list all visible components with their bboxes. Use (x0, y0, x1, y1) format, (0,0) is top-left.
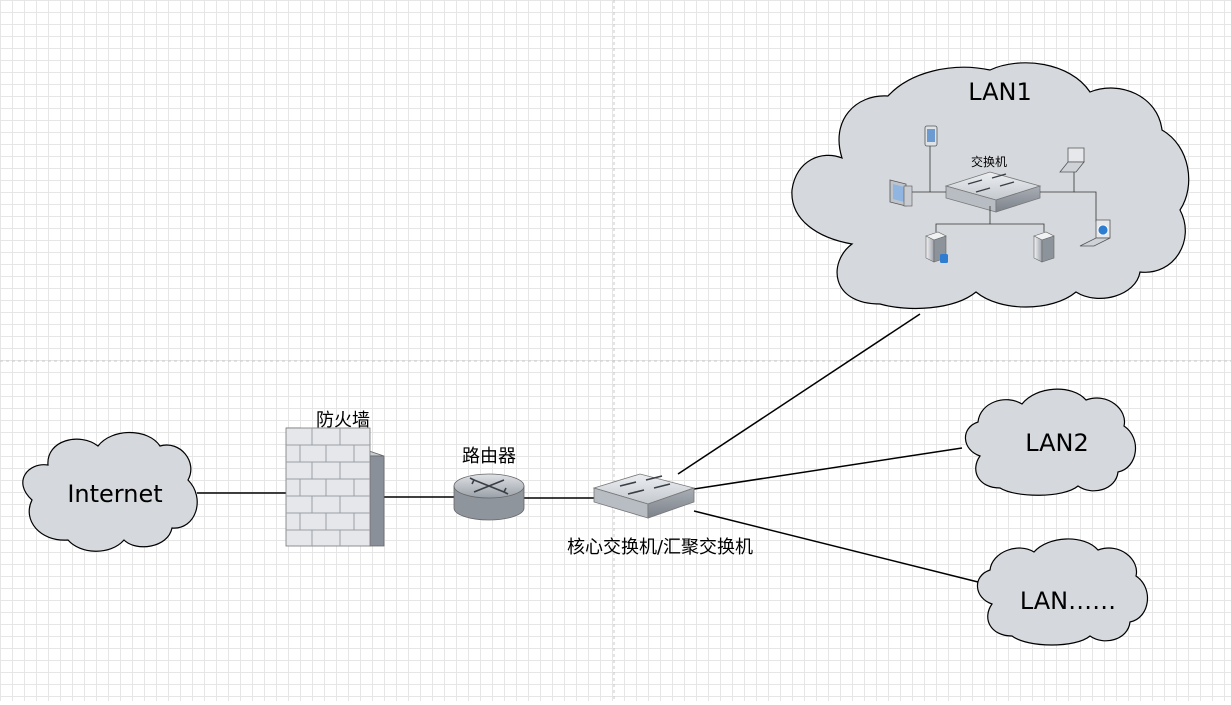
internet-label: Internet (67, 480, 162, 508)
core-switch-label: 核心交换机/汇聚交换机 (567, 537, 753, 558)
lan-more-cloud-shape (976, 538, 1149, 646)
firewall-front-face (285, 427, 371, 547)
core-switch-side (647, 487, 695, 519)
lan1-switch-side (995, 185, 1041, 213)
router-arrows-icon (469, 477, 509, 495)
core-switch-arrows-icon (619, 475, 671, 495)
lan2-label: LAN2 (1025, 429, 1089, 457)
lan1-switch-label: 交换机 (971, 154, 1007, 169)
lan1-phone[interactable] (924, 125, 938, 147)
lan1-switch[interactable]: 交换机 (944, 154, 1042, 213)
firewall-label: 防火墙 (316, 410, 370, 431)
lan-more-cloud[interactable]: LAN…… (976, 538, 1149, 646)
router-label: 路由器 (462, 446, 516, 467)
firewall-node[interactable]: 防火墙 (285, 410, 385, 547)
lan-more-label: LAN…… (1020, 587, 1116, 615)
link-core-switch-lan2[interactable] (693, 447, 963, 490)
firewall-side-face (369, 455, 385, 547)
link-core-switch-lan1[interactable] (677, 313, 921, 475)
lan1-desktop[interactable] (889, 179, 913, 207)
lan1-switch-arrows-icon (967, 173, 1015, 193)
lan1-server-2[interactable] (1033, 231, 1055, 263)
internet-cloud-shape (22, 432, 198, 552)
lan2-cloud[interactable]: LAN2 (964, 388, 1137, 496)
lan1-label: LAN1 (968, 78, 1032, 106)
core-switch-node[interactable]: 核心交换机/汇聚交换机 (567, 473, 753, 558)
server-badge-icon (940, 254, 948, 263)
firewall-brick-pattern (286, 428, 370, 546)
link-core-switch-lan-more[interactable] (693, 510, 979, 583)
lan1-laptop[interactable] (1059, 147, 1085, 173)
internet-cloud[interactable]: Internet (22, 432, 198, 552)
lan1-inner-links (912, 146, 1097, 232)
lan1-laptop-secure[interactable] (1079, 219, 1111, 247)
laptop-icon (1067, 147, 1085, 163)
lan1-server-1[interactable] (925, 231, 948, 263)
secure-badge-icon (1097, 224, 1109, 236)
router-node[interactable]: 路由器 (453, 446, 525, 521)
lan2-cloud-shape (964, 388, 1137, 496)
lan1-cloud[interactable]: LAN1 交换机 (791, 62, 1190, 310)
